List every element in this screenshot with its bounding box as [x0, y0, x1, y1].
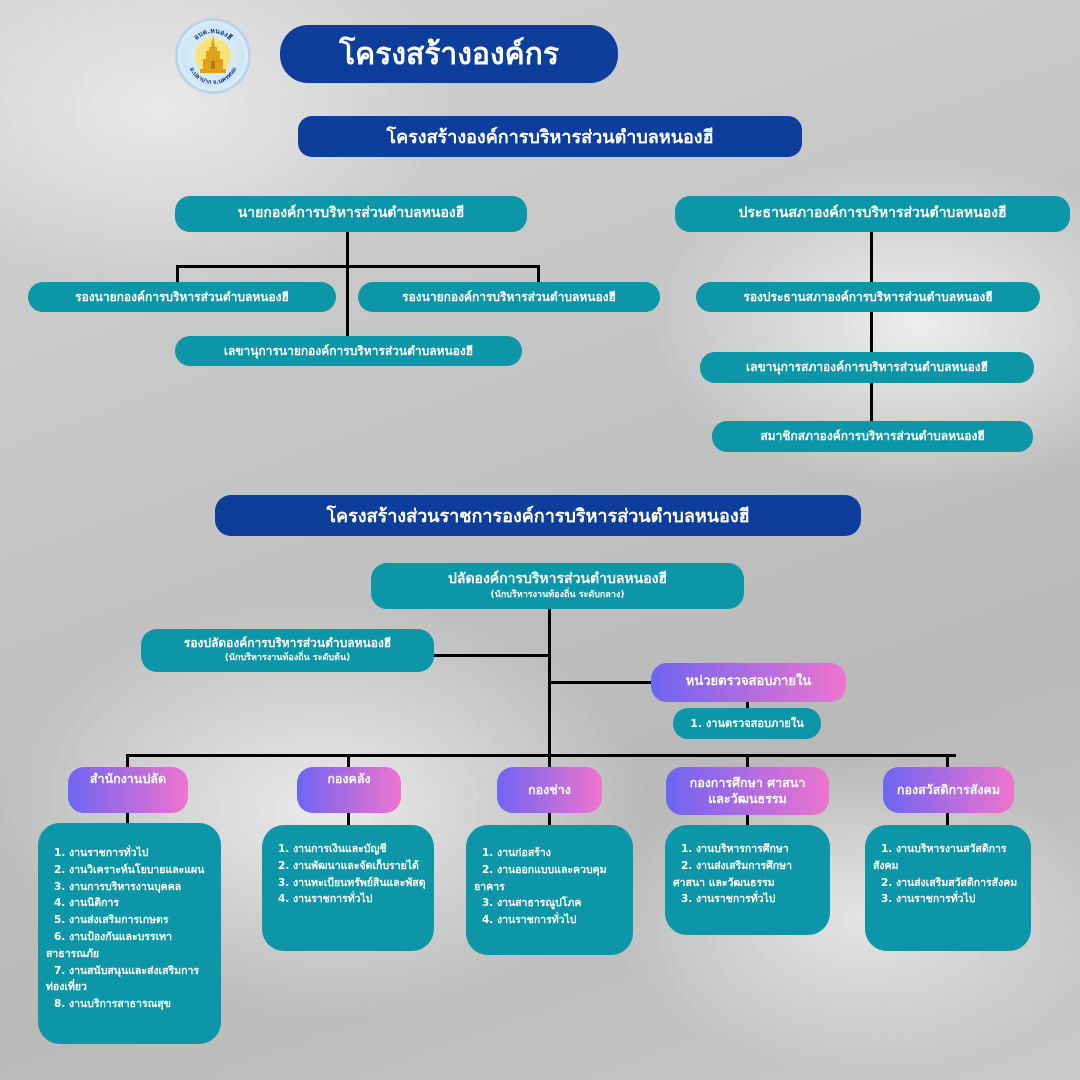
division-list-finance: 1. งานการเงินและบัญชี 2. งานพัฒนาและจัดเ… — [262, 825, 434, 951]
division-header-education: กองการศึกษา ศาสนาและวัฒนธรรม — [666, 767, 829, 815]
list-item: 8. งานบริการสาธารณสุข — [54, 998, 171, 1011]
list-item: 3. งานราชการทั่วไป — [681, 893, 776, 906]
list-item: 5. งานส่งเสริมการเกษตร — [54, 914, 169, 927]
list-item: 1. งานการเงินและบัญชี — [278, 843, 387, 855]
list-item: 1. งานบริหารงานสวัสดิการสังคม — [873, 843, 1007, 872]
division-list-palad: 1. งานราชการทั่วไป 2. งานวิเคราะห์นโยบาย… — [38, 823, 221, 1044]
list-item: 2. งานออกแบบและควบคุมอาคาร — [474, 863, 607, 893]
connector-line — [746, 754, 749, 768]
main-title: โครงสร้างองค์กร — [280, 25, 618, 83]
internal-audit-item-label: 1. งานตรวจสอบภายใน — [690, 716, 804, 730]
list-item: 1. งานบริหารการศึกษา — [681, 843, 789, 855]
chief-subtitle: (นักบริหารงานท้องถิ่น ระดับกลาง) — [490, 590, 625, 601]
deputy-chief-title: รองปลัดองค์การบริหารส่วนตำบลหนองฮี — [183, 636, 392, 651]
executive-deputy-1-label: รองนายกองค์การบริหารส่วนตำบลหนองฮี — [75, 289, 289, 304]
council-head: ประธานสภาองค์การบริหารส่วนตำบลหนองฮี — [675, 196, 1070, 232]
connector-line — [176, 265, 179, 283]
list-item: 2. งานพัฒนาและจัดเก็บรายได้ — [278, 859, 419, 872]
division-header-palad: สำนักงานปลัด — [68, 767, 188, 813]
division-header-welfare: กองสวัสดิการสังคม — [883, 767, 1014, 813]
list-item: 7. งานสนับสนุนและส่งเสริมการท่องเที่ยว — [46, 964, 199, 994]
chief-title: ปลัดองค์การบริหารส่วนตำบลหนองฮี — [447, 570, 668, 587]
deputy-chief-subtitle: (นักบริหารงานท้องถิ่น ระดับต้น) — [224, 653, 351, 664]
list-item: 1. งานก่อสร้าง — [482, 847, 551, 859]
connector-line — [548, 754, 551, 768]
executive-head: นายกองค์การบริหารส่วนตำบลหนองฮี — [175, 196, 527, 232]
connector-line — [746, 702, 749, 712]
list-item: 6. งานป้องกันและบรรเทาสาธารณภัย — [46, 930, 172, 960]
council-head-label: ประธานสภาองค์การบริหารส่วนตำบลหนองฮี — [738, 205, 1007, 222]
internal-audit-unit: หน่วยตรวจสอบภายใน — [651, 663, 846, 702]
list-item: 2. งานส่งเสริมการศึกษา ศาสนา และวัฒนธรรม — [673, 859, 792, 889]
division-list-engineering: 1. งานก่อสร้าง 2. งานออกแบบและควบคุมอาคา… — [466, 825, 633, 955]
council-secretary: เลขานุการสภาองค์การบริหารส่วนตำบลหนองฮี — [700, 352, 1034, 383]
list-item: 4. งานราชการทั่วไป — [278, 893, 373, 906]
deputy-chief-administrator: รองปลัดองค์การบริหารส่วนตำบลหนองฮี (นักบ… — [141, 629, 434, 672]
connector-line — [870, 231, 873, 422]
chief-administrator: ปลัดองค์การบริหารส่วนตำบลหนองฮี (นักบริห… — [371, 563, 744, 609]
section1-title: โครงสร้างองค์การบริหารส่วนตำบลหนองฮี — [298, 116, 802, 157]
connector-line — [126, 810, 129, 826]
list-item: 3. งานทะเบียนทรัพย์สินและพัสดุ — [278, 876, 426, 889]
connector-line — [946, 810, 949, 826]
connector-line — [746, 810, 749, 826]
division-list-welfare: 1. งานบริหารงานสวัสดิการสังคม 2. งานส่งเ… — [865, 825, 1031, 951]
connector-line — [126, 754, 956, 757]
list-item: 3. งานสาธารณูปโภค — [482, 897, 582, 910]
connector-line — [548, 810, 551, 826]
division-list-education: 1. งานบริหารการศึกษา 2. งานส่งเสริมการศึ… — [665, 825, 830, 935]
council-vice-label: รองประธานสภาองค์การบริหารส่วนตำบลหนองฮี — [743, 289, 993, 304]
connector-line — [126, 754, 129, 768]
council-secretary-label: เลขานุการสภาองค์การบริหารส่วนตำบลหนองฮี — [746, 360, 988, 374]
list-item: 2. งานวิเคราะห์นโยบายและแผน — [54, 863, 205, 876]
division-header-finance: กองคลัง — [297, 767, 401, 813]
connector-line — [346, 231, 349, 336]
connector-line — [347, 754, 350, 768]
list-item: 3. งานการบริหารงานบุคคล — [54, 880, 182, 893]
executive-deputy-2-label: รองนายกองค์การบริหารส่วนตำบลหนองฮี — [402, 289, 616, 304]
council-member-label: สมาชิกสภาองค์การบริหารส่วนตำบลหนองฮี — [760, 429, 985, 443]
list-item: 3. งานราชการทั่วไป — [881, 893, 976, 906]
connector-line — [176, 265, 540, 268]
executive-deputy-1: รองนายกองค์การบริหารส่วนตำบลหนองฮี — [28, 282, 336, 312]
executive-secretary-label: เลขานุการนายกองค์การบริหารส่วนตำบลหนองฮี — [223, 343, 474, 358]
council-member: สมาชิกสภาองค์การบริหารส่วนตำบลหนองฮี — [712, 421, 1033, 452]
executive-head-label: นายกองค์การบริหารส่วนตำบลหนองฮี — [237, 205, 465, 222]
connector-line — [549, 681, 653, 684]
connector-line — [433, 654, 550, 657]
connector-line — [537, 265, 540, 283]
list-item: 4. งานราชการทั่วไป — [482, 914, 577, 927]
connector-line — [946, 754, 949, 768]
stupa-seal-icon: อบต.หนองฮี อ.ปลาปาก จ.นครพนม — [188, 27, 238, 86]
executive-deputy-2: รองนายกองค์การบริหารส่วนตำบลหนองฮี — [358, 282, 660, 312]
connector-line — [347, 810, 350, 826]
list-item: 1. งานราชการทั่วไป — [54, 847, 149, 859]
list-item: 4. งานนิติการ — [54, 897, 120, 910]
division-header-engineering: กองช่าง — [497, 767, 602, 813]
organization-logo: อบต.หนองฮี อ.ปลาปาก จ.นครพนม — [175, 18, 251, 94]
section2-title: โครงสร้างส่วนราชการองค์การบริหารส่วนตำบล… — [215, 495, 861, 536]
list-item: 2. งานส่งเสริมสวัสดิการสังคม — [881, 876, 1018, 889]
executive-secretary: เลขานุการนายกองค์การบริหารส่วนตำบลหนองฮี — [175, 336, 522, 366]
council-vice: รองประธานสภาองค์การบริหารส่วนตำบลหนองฮี — [696, 282, 1040, 312]
internal-audit-item: 1. งานตรวจสอบภายใน — [673, 708, 821, 739]
